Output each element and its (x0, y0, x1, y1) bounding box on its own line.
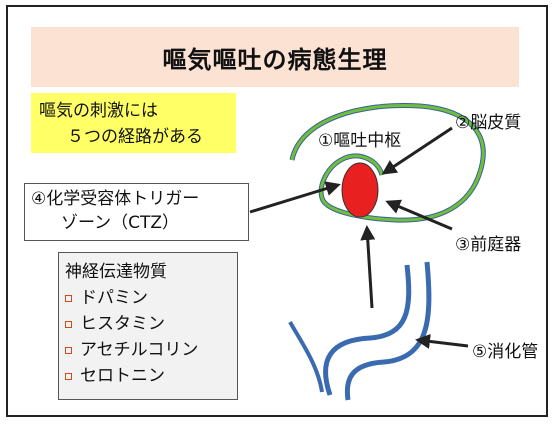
ctz-line-2: ゾーン（CTZ） (61, 213, 180, 233)
gut-outline-inner (323, 261, 432, 401)
ctz-box: ④化学受容体トリガー ゾーン（CTZ） (24, 183, 249, 241)
label-vomiting-center: ①嘔吐中枢 (318, 131, 402, 151)
highlight-line-1: 嘔気の刺激には (39, 101, 158, 121)
bullet-icon (65, 372, 72, 380)
neurotransmitter-heading: 神経伝達物質 (65, 262, 167, 282)
vomiting-center-ellipse (341, 162, 379, 218)
brain-outline (290, 103, 485, 222)
bullet-icon (65, 320, 72, 328)
bullet-icon (65, 294, 72, 302)
ctz-line-1: ④化学受容体トリガー (31, 189, 200, 209)
gut-outline (288, 321, 324, 393)
arrow-gut (360, 225, 376, 309)
neurotransmitter-box: 神経伝達物質 ドパミン ヒスタミン アセチルコリン セロトニン (58, 252, 238, 400)
arrow-ctz (249, 181, 341, 214)
list-item: セロトニン (65, 363, 231, 389)
label-digestive-tract: ⑤消化管 (472, 342, 539, 362)
list-item: ヒスタミン (65, 311, 231, 337)
label-vestibular: ③前庭器 (455, 235, 522, 255)
highlight-box: 嘔気の刺激には ５つの経路がある (31, 93, 236, 153)
list-item: ドパミン (65, 285, 231, 311)
bullet-icon (65, 346, 72, 354)
title-banner: 嘔気嘔吐の病態生理 (31, 27, 519, 87)
arrow-vestibular (385, 199, 453, 231)
arrow-cortex (381, 126, 453, 175)
arrow-digestive (415, 333, 469, 349)
slide-title: 嘔気嘔吐の病態生理 (162, 45, 388, 74)
label-cortex: ②脳皮質 (455, 113, 522, 133)
list-item: アセチルコリン (65, 337, 231, 363)
highlight-line-2: ５つの経路がある (67, 127, 203, 147)
